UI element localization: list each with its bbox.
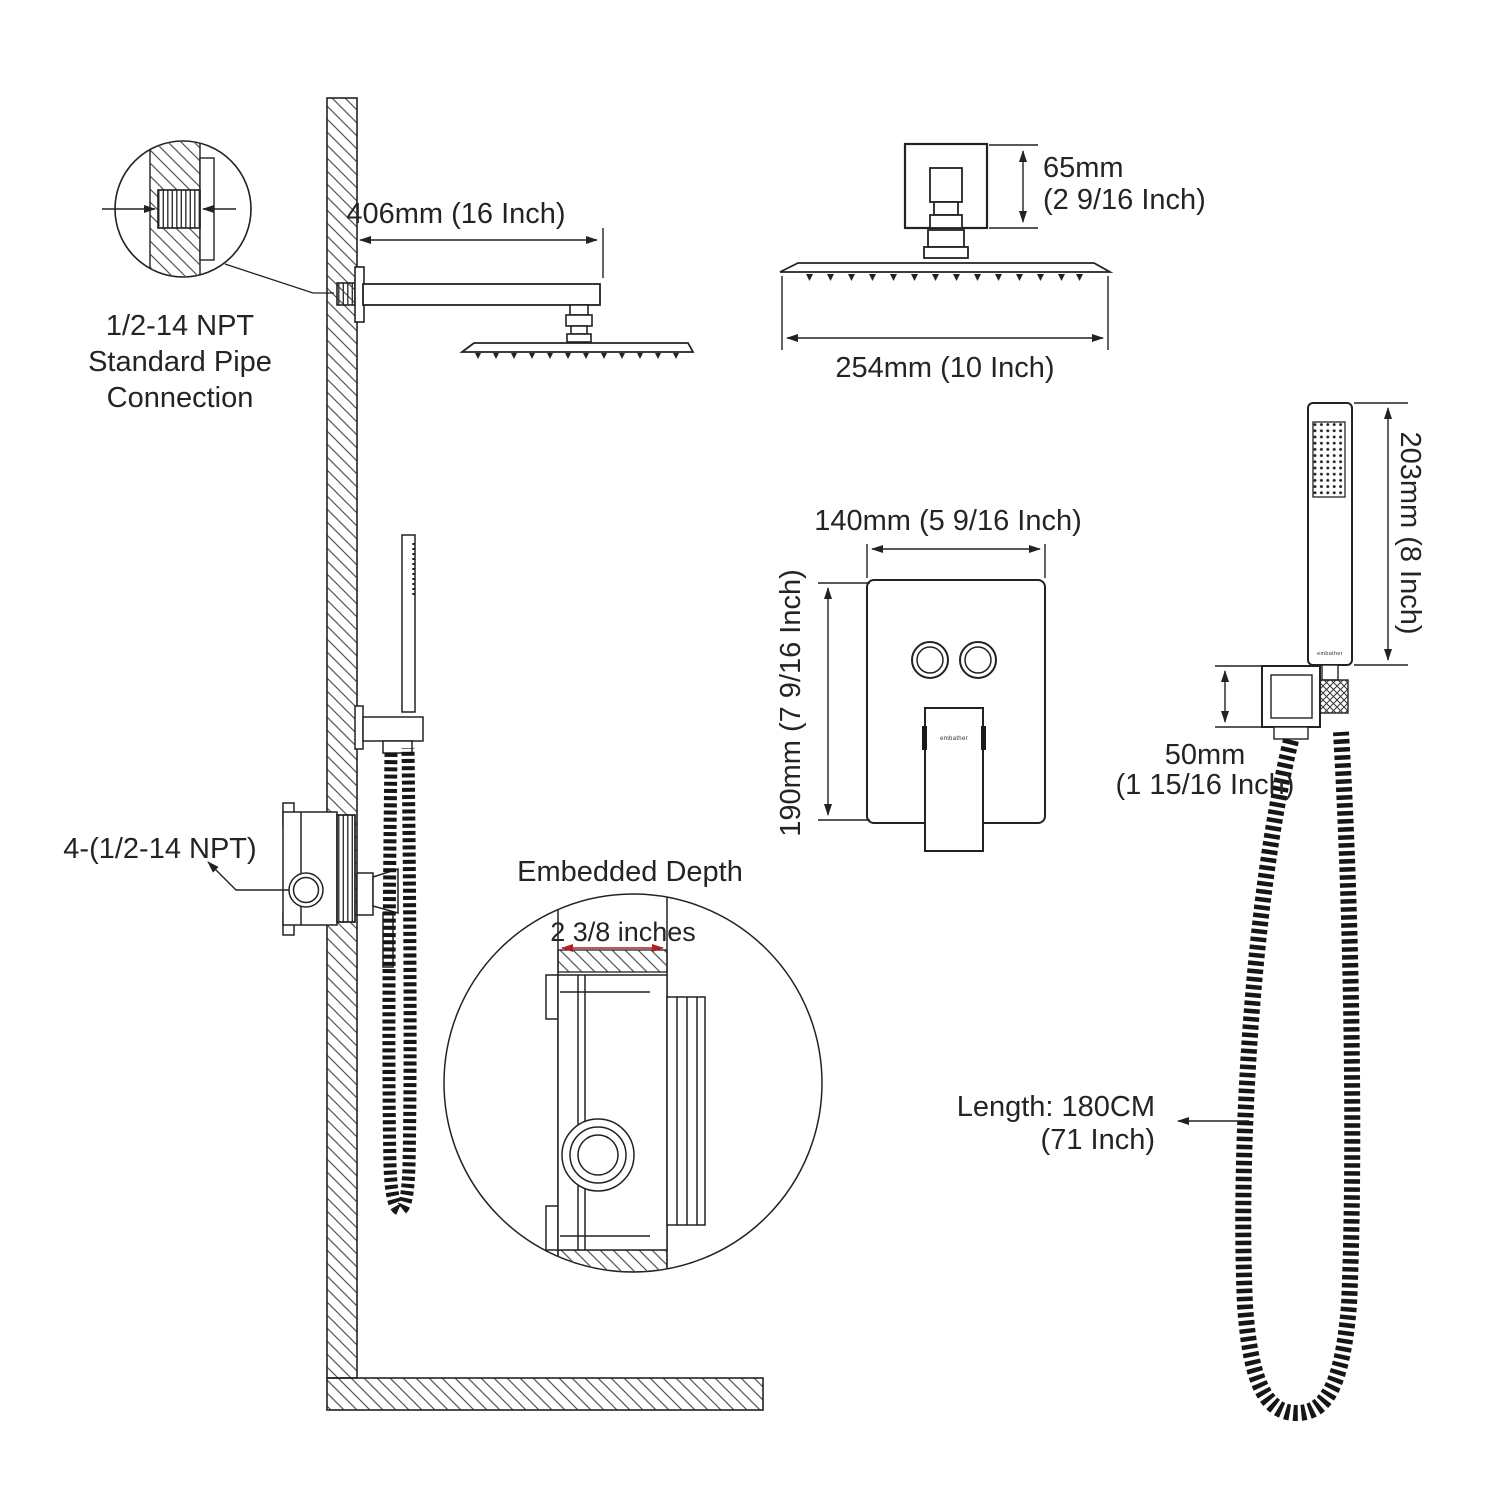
dim-bracket-height-label: 50mm (1 15/16 Inch): [1090, 740, 1320, 800]
pipe-connection-label: 1/2-14 NPT Standard Pipe Connection: [50, 308, 310, 416]
dim-valve-width-label: 140mm (5 9/16 Inch): [814, 505, 1082, 537]
plaster-guard-embedded: [666, 996, 706, 1226]
dim-head-height-label: 65mm (2 9/16 Inch): [1043, 152, 1206, 216]
embedded-depth-title: Embedded Depth: [517, 856, 743, 888]
shower-hose-front: [1235, 731, 1361, 1422]
dim-head-width-label: 254mm (10 Inch): [835, 352, 1055, 384]
lever-base-side: [356, 872, 374, 916]
dim-arm-length: [359, 228, 604, 278]
brand-logo-wand: embather: [1317, 651, 1343, 657]
hose-length-line1: Length: 180CM: [956, 1091, 1155, 1123]
dim-head-height: [989, 144, 1038, 229]
spray-nozzles-front: [806, 274, 1083, 281]
wall-cut-bottom: [557, 1249, 668, 1272]
rain-shower-head-side: [459, 342, 695, 359]
wall-cut-top: [557, 949, 668, 973]
shower-hose-side: [382, 747, 417, 1216]
dim-valve-height: [818, 582, 870, 821]
valve-lever-front: [924, 707, 984, 852]
pipe-connection-line3: Connection: [106, 382, 254, 414]
embedded-depth-detail: [443, 893, 823, 1273]
floor-section: [326, 1377, 764, 1411]
hose-connector-nut: [1319, 679, 1349, 714]
valve-body-embedded: [545, 974, 706, 1251]
dim-arm-length-label: 406mm (16 Inch): [346, 198, 566, 230]
detail-circle-pipe-connection: [102, 140, 334, 294]
concealed-valve-side: [282, 802, 399, 968]
rain-shower-head-front: [779, 142, 1114, 281]
wall-bracket-side: [362, 716, 424, 742]
pipe-connection-line1: 1/2-14 NPT: [105, 310, 255, 342]
mixer-valve-front: [866, 579, 1046, 852]
dim-head-width: [781, 276, 1109, 350]
leader-line-valve-ports: [207, 861, 289, 891]
dim-valve-height-label: 190mm (7 9/16 Inch): [775, 569, 807, 837]
dim-wand-height: [1354, 402, 1408, 666]
dim-bracket-height: [1215, 665, 1262, 728]
hand-shower-side: [354, 534, 424, 754]
dim-valve-width: [866, 544, 1046, 578]
wall-section: [326, 97, 358, 1379]
hose-length-label: Length: 180CM (71 Inch): [935, 1091, 1155, 1157]
hand-shower-front: [1261, 402, 1353, 740]
brand-logo-valve-lever: embather: [940, 736, 968, 742]
embedded-depth-value: 2 3/8 inches: [550, 917, 696, 947]
dim-bracket-line1: 50mm: [1164, 739, 1246, 771]
hose-length-line2: (71 Inch): [1040, 1124, 1155, 1156]
pipe-connection-line2: Standard Pipe: [88, 346, 272, 378]
shower-arm-side: [336, 266, 601, 343]
bracket-wall-plate-side: [354, 705, 364, 750]
ball-joint: [565, 304, 593, 343]
dim-head-height-line1: 65mm: [1043, 152, 1124, 184]
wand-spray-face: [1312, 421, 1346, 498]
dim-head-height-line2: (2 9/16 Inch): [1043, 184, 1206, 216]
leader-line-pipe-connection: [224, 263, 334, 294]
spray-nozzles-side: [475, 353, 679, 359]
dim-bracket-line2: (1 15/16 Inch): [1115, 769, 1295, 801]
npt-thread-detail: [157, 189, 201, 229]
hose-nut-side: [382, 740, 413, 754]
dim-wand-height-label: 203mm (8 Inch): [1394, 431, 1426, 635]
npt-thread-nipple: [336, 282, 356, 306]
valve-ports-label: 4-(1/2-14 NPT): [63, 833, 257, 865]
